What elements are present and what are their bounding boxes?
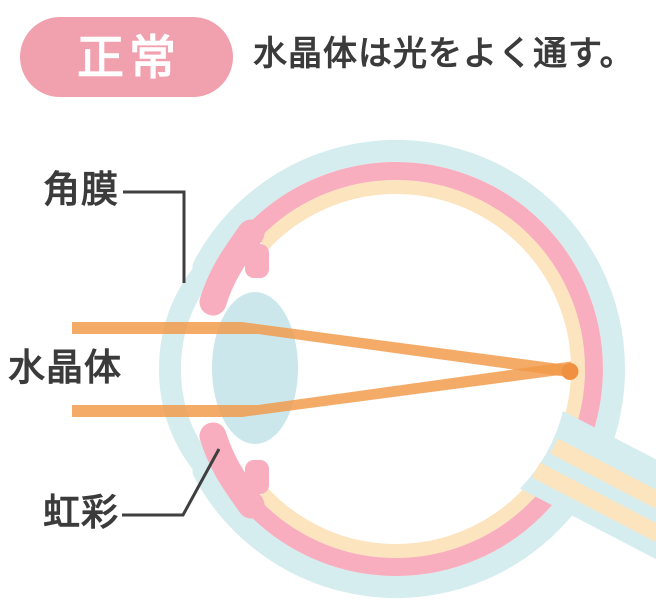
headline: 水晶体は光をよく通す。 xyxy=(253,35,635,73)
label-cornea: 角膜 xyxy=(43,169,119,210)
choroid-layer xyxy=(247,162,603,576)
lens xyxy=(212,292,298,444)
optic-nerve-stripe-1 xyxy=(550,438,656,509)
badge-label: 正常 xyxy=(77,30,181,84)
focal-point xyxy=(561,363,579,380)
status-badge: 正常 xyxy=(20,17,233,97)
cornea-pointer-line xyxy=(123,190,186,283)
iris-pointer-line xyxy=(122,448,221,517)
cornea-arc xyxy=(158,249,226,489)
iris-top-bump xyxy=(245,244,269,278)
label-iris: 虹彩 xyxy=(43,492,119,533)
label-lens: 水晶体 xyxy=(8,347,122,388)
light-ray-bottom xyxy=(72,361,571,417)
light-ray-top xyxy=(72,322,571,378)
iris-top xyxy=(199,219,269,316)
sclera-ring xyxy=(192,140,625,598)
optic-nerve-stripe-2 xyxy=(532,462,656,543)
iris-top-hook xyxy=(199,219,265,316)
